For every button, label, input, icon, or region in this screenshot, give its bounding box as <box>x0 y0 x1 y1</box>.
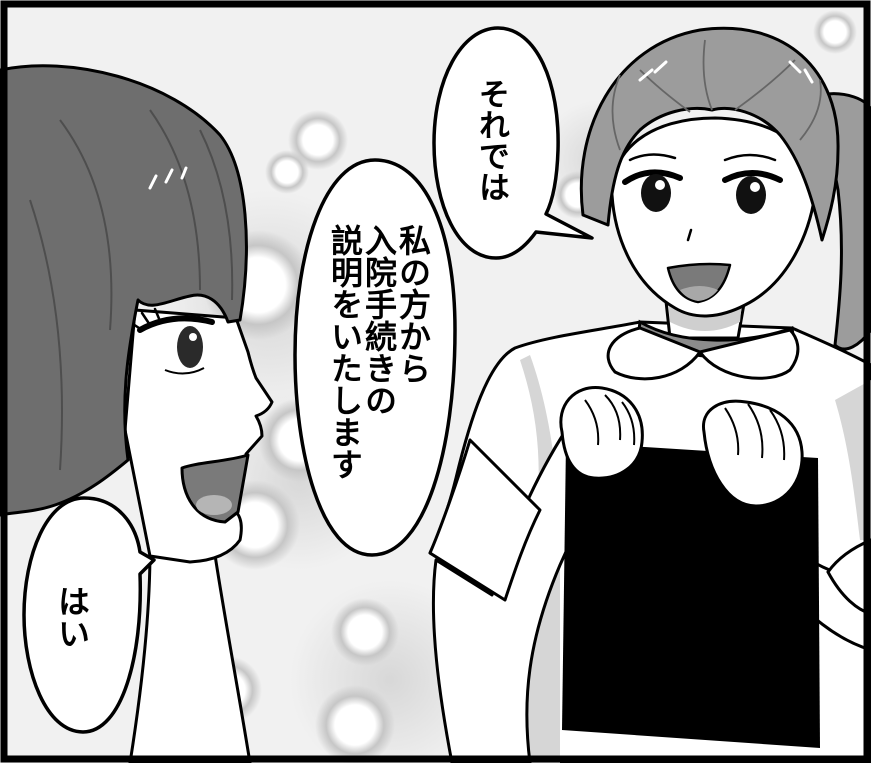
nurse-tongue <box>680 286 718 301</box>
bubble-text-reply: はい <box>53 585 91 649</box>
bokeh-circle <box>331 598 399 666</box>
nurse-eye-right-highlight <box>750 182 760 192</box>
nurse-eyelid-right <box>722 170 783 183</box>
nurse-left-hand-fingers <box>584 394 636 446</box>
nurse-left-hand <box>559 386 644 480</box>
bubble-text-line: 説明をいたします <box>326 224 364 480</box>
nurse-right-hand <box>702 399 804 508</box>
speech-bubble-top <box>432 26 594 260</box>
left-woman-hair-shine <box>148 166 188 190</box>
speech-bubble-main <box>293 158 457 557</box>
nurse-eyebrow-right <box>723 153 777 162</box>
bubble-text-top: それでは <box>473 78 509 202</box>
nurse-eye-left-highlight <box>655 180 665 190</box>
nurse-collar-right <box>698 328 800 380</box>
bubble-text-line: 入院手続きの <box>360 224 398 416</box>
left-woman-neck <box>128 548 252 763</box>
nurse-nose <box>686 228 693 242</box>
nurse-collar-left <box>606 326 702 381</box>
speech-bubble-reply <box>22 496 156 734</box>
left-woman-eye-highlight <box>189 333 197 341</box>
left-woman-lower-lid <box>164 367 205 375</box>
bokeh-circle <box>813 10 857 54</box>
nurse-eye-right <box>736 176 766 214</box>
nurse-hair-shine <box>638 60 814 84</box>
bubble-text-line: はい <box>53 585 91 649</box>
bubble-text-main: 私の方から 入院手続きの 説明をいたします <box>326 224 432 480</box>
nurse-hair-strands <box>611 39 822 151</box>
nurse-face <box>610 116 817 318</box>
bokeh-circle <box>315 685 395 763</box>
left-woman <box>0 64 274 763</box>
bubble-text-line: それでは <box>473 78 509 202</box>
left-woman-tongue <box>196 495 232 515</box>
nurse-eyelid-left <box>622 169 683 185</box>
nurse-right-sleeve <box>826 538 871 616</box>
nurse-left-sleeve <box>428 438 542 602</box>
left-woman-iris <box>177 326 203 368</box>
nurse-eyebrow-left <box>628 153 677 162</box>
nurse-eye-left <box>641 174 671 212</box>
left-woman-upper-eyelid <box>137 315 215 333</box>
bokeh-circle <box>265 150 309 194</box>
nurse <box>428 26 871 763</box>
nurse-hair <box>579 26 840 242</box>
left-woman-hair-strands <box>29 109 234 471</box>
nurse-shirt-shading <box>835 380 871 540</box>
bokeh-circle <box>288 110 348 170</box>
nurse-right-hand-fingers <box>724 403 786 461</box>
clipboard <box>562 442 820 748</box>
bubble-text-line: 私の方から <box>394 224 432 384</box>
